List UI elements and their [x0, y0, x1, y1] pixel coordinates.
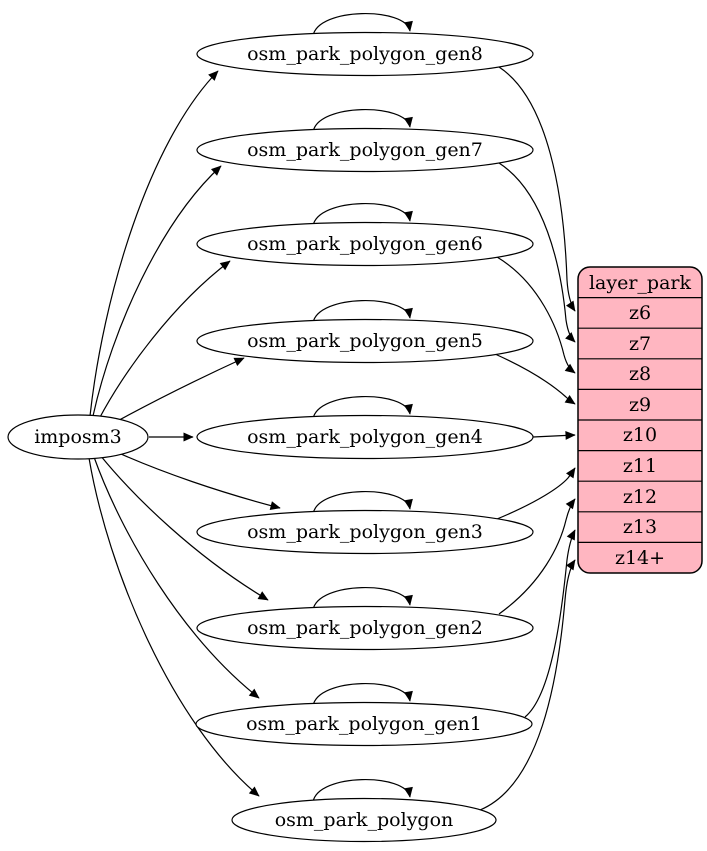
edge-imposm3-to-gen3 [111, 449, 281, 510]
polygon-label: osm_park_polygon [275, 809, 454, 831]
layer_park-row-z10: z10 [623, 424, 657, 446]
polygon-ellipse [231, 797, 497, 843]
table-node-gen1: osm_park_polygon_gen1 [195, 701, 533, 747]
table-node-polygon: osm_park_polygon [231, 797, 497, 843]
edge-gen2-to-z12 [498, 498, 576, 615]
node-layer_park: layer_park z6 z7 z8 z9 z10 z11 z12 z13 z… [577, 266, 703, 574]
edge-gen7-to-z7 [498, 162, 576, 343]
selfloop-gen3 [312, 491, 413, 515]
gen2-label: osm_park_polygon_gen2 [247, 617, 483, 639]
edge-layer [88, 13, 576, 811]
table-node-gen5: osm_park_polygon_gen5 [196, 318, 534, 364]
imposm3-label: imposm3 [34, 426, 122, 448]
gen7-ellipse [196, 127, 534, 173]
gen1-ellipse [195, 701, 533, 747]
edge-gen4-to-z10 [532, 430, 576, 440]
layer_park-row-z12: z12 [623, 486, 657, 508]
table-node-gen6: osm_park_polygon_gen6 [196, 221, 534, 267]
edge-gen5-to-z9 [494, 353, 576, 405]
gen5-label: osm_park_polygon_gen5 [247, 330, 483, 352]
table-node-gen2: osm_park_polygon_gen2 [196, 605, 534, 651]
layer_park-row-z11: z11 [623, 455, 657, 477]
gen4-label: osm_park_polygon_gen4 [247, 426, 483, 448]
edge-gen8-to-z6 [498, 66, 576, 312]
selfloop-gen5 [312, 300, 413, 324]
gen5-ellipse [196, 318, 534, 364]
gen4-ellipse [196, 414, 534, 460]
selfloop-gen7 [312, 109, 413, 133]
layer_park-title: layer_park [589, 272, 692, 294]
selfloop-gen2 [312, 587, 413, 611]
edge-imposm3-to-gen2 [99, 454, 269, 601]
table-node-gen4: osm_park_polygon_gen4 [196, 414, 534, 460]
node-imposm3: imposm3 [7, 414, 149, 460]
selfloop-gen6 [312, 203, 413, 227]
layer_park-row-z9: z9 [629, 394, 651, 416]
edge-imposm3-to-gen6 [98, 260, 231, 420]
edge-gen6-to-z8 [496, 256, 576, 374]
selfloop-polygon [312, 779, 413, 803]
edge-imposm3-to-polygon [88, 457, 260, 797]
layer_park-row-z8: z8 [629, 363, 651, 385]
edge-imposm3-to-gen7 [92, 165, 222, 417]
selfloop-gen1 [312, 683, 413, 707]
gen1-label: osm_park_polygon_gen1 [246, 713, 482, 735]
gen6-ellipse [196, 221, 534, 267]
gen7-label: osm_park_polygon_gen7 [247, 139, 483, 161]
gen6-label: osm_park_polygon_gen6 [247, 233, 483, 255]
edge-imposm3-to-gen8 [89, 70, 219, 417]
edge-gen3-to-z11 [496, 467, 576, 520]
selfloop-gen8 [312, 13, 413, 37]
layer_park-row-z13: z13 [623, 516, 657, 538]
imposm3-ellipse [7, 414, 149, 460]
gen8-label: osm_park_polygon_gen8 [247, 43, 483, 65]
layer_park-row-z7: z7 [629, 333, 651, 355]
edge-gen1-to-z13 [524, 529, 576, 718]
gen3-ellipse [196, 509, 534, 555]
edge-polygon-to-z14 [479, 559, 576, 811]
gen8-ellipse [196, 31, 534, 77]
edge-imposm3-to-gen5 [111, 357, 245, 425]
edge-imposm3-to-gen1 [93, 456, 260, 699]
table-node-gen8: osm_park_polygon_gen8 [196, 31, 534, 77]
table-node-gen7: osm_park_polygon_gen7 [196, 127, 534, 173]
selfloop-gen4 [312, 396, 413, 420]
table-node-gen3: osm_park_polygon_gen3 [196, 509, 534, 555]
gen2-ellipse [196, 605, 534, 651]
layer_park-row-z14: z14+ [615, 547, 665, 569]
gen3-label: osm_park_polygon_gen3 [247, 521, 483, 543]
layer_park-row-z6: z6 [629, 302, 651, 324]
